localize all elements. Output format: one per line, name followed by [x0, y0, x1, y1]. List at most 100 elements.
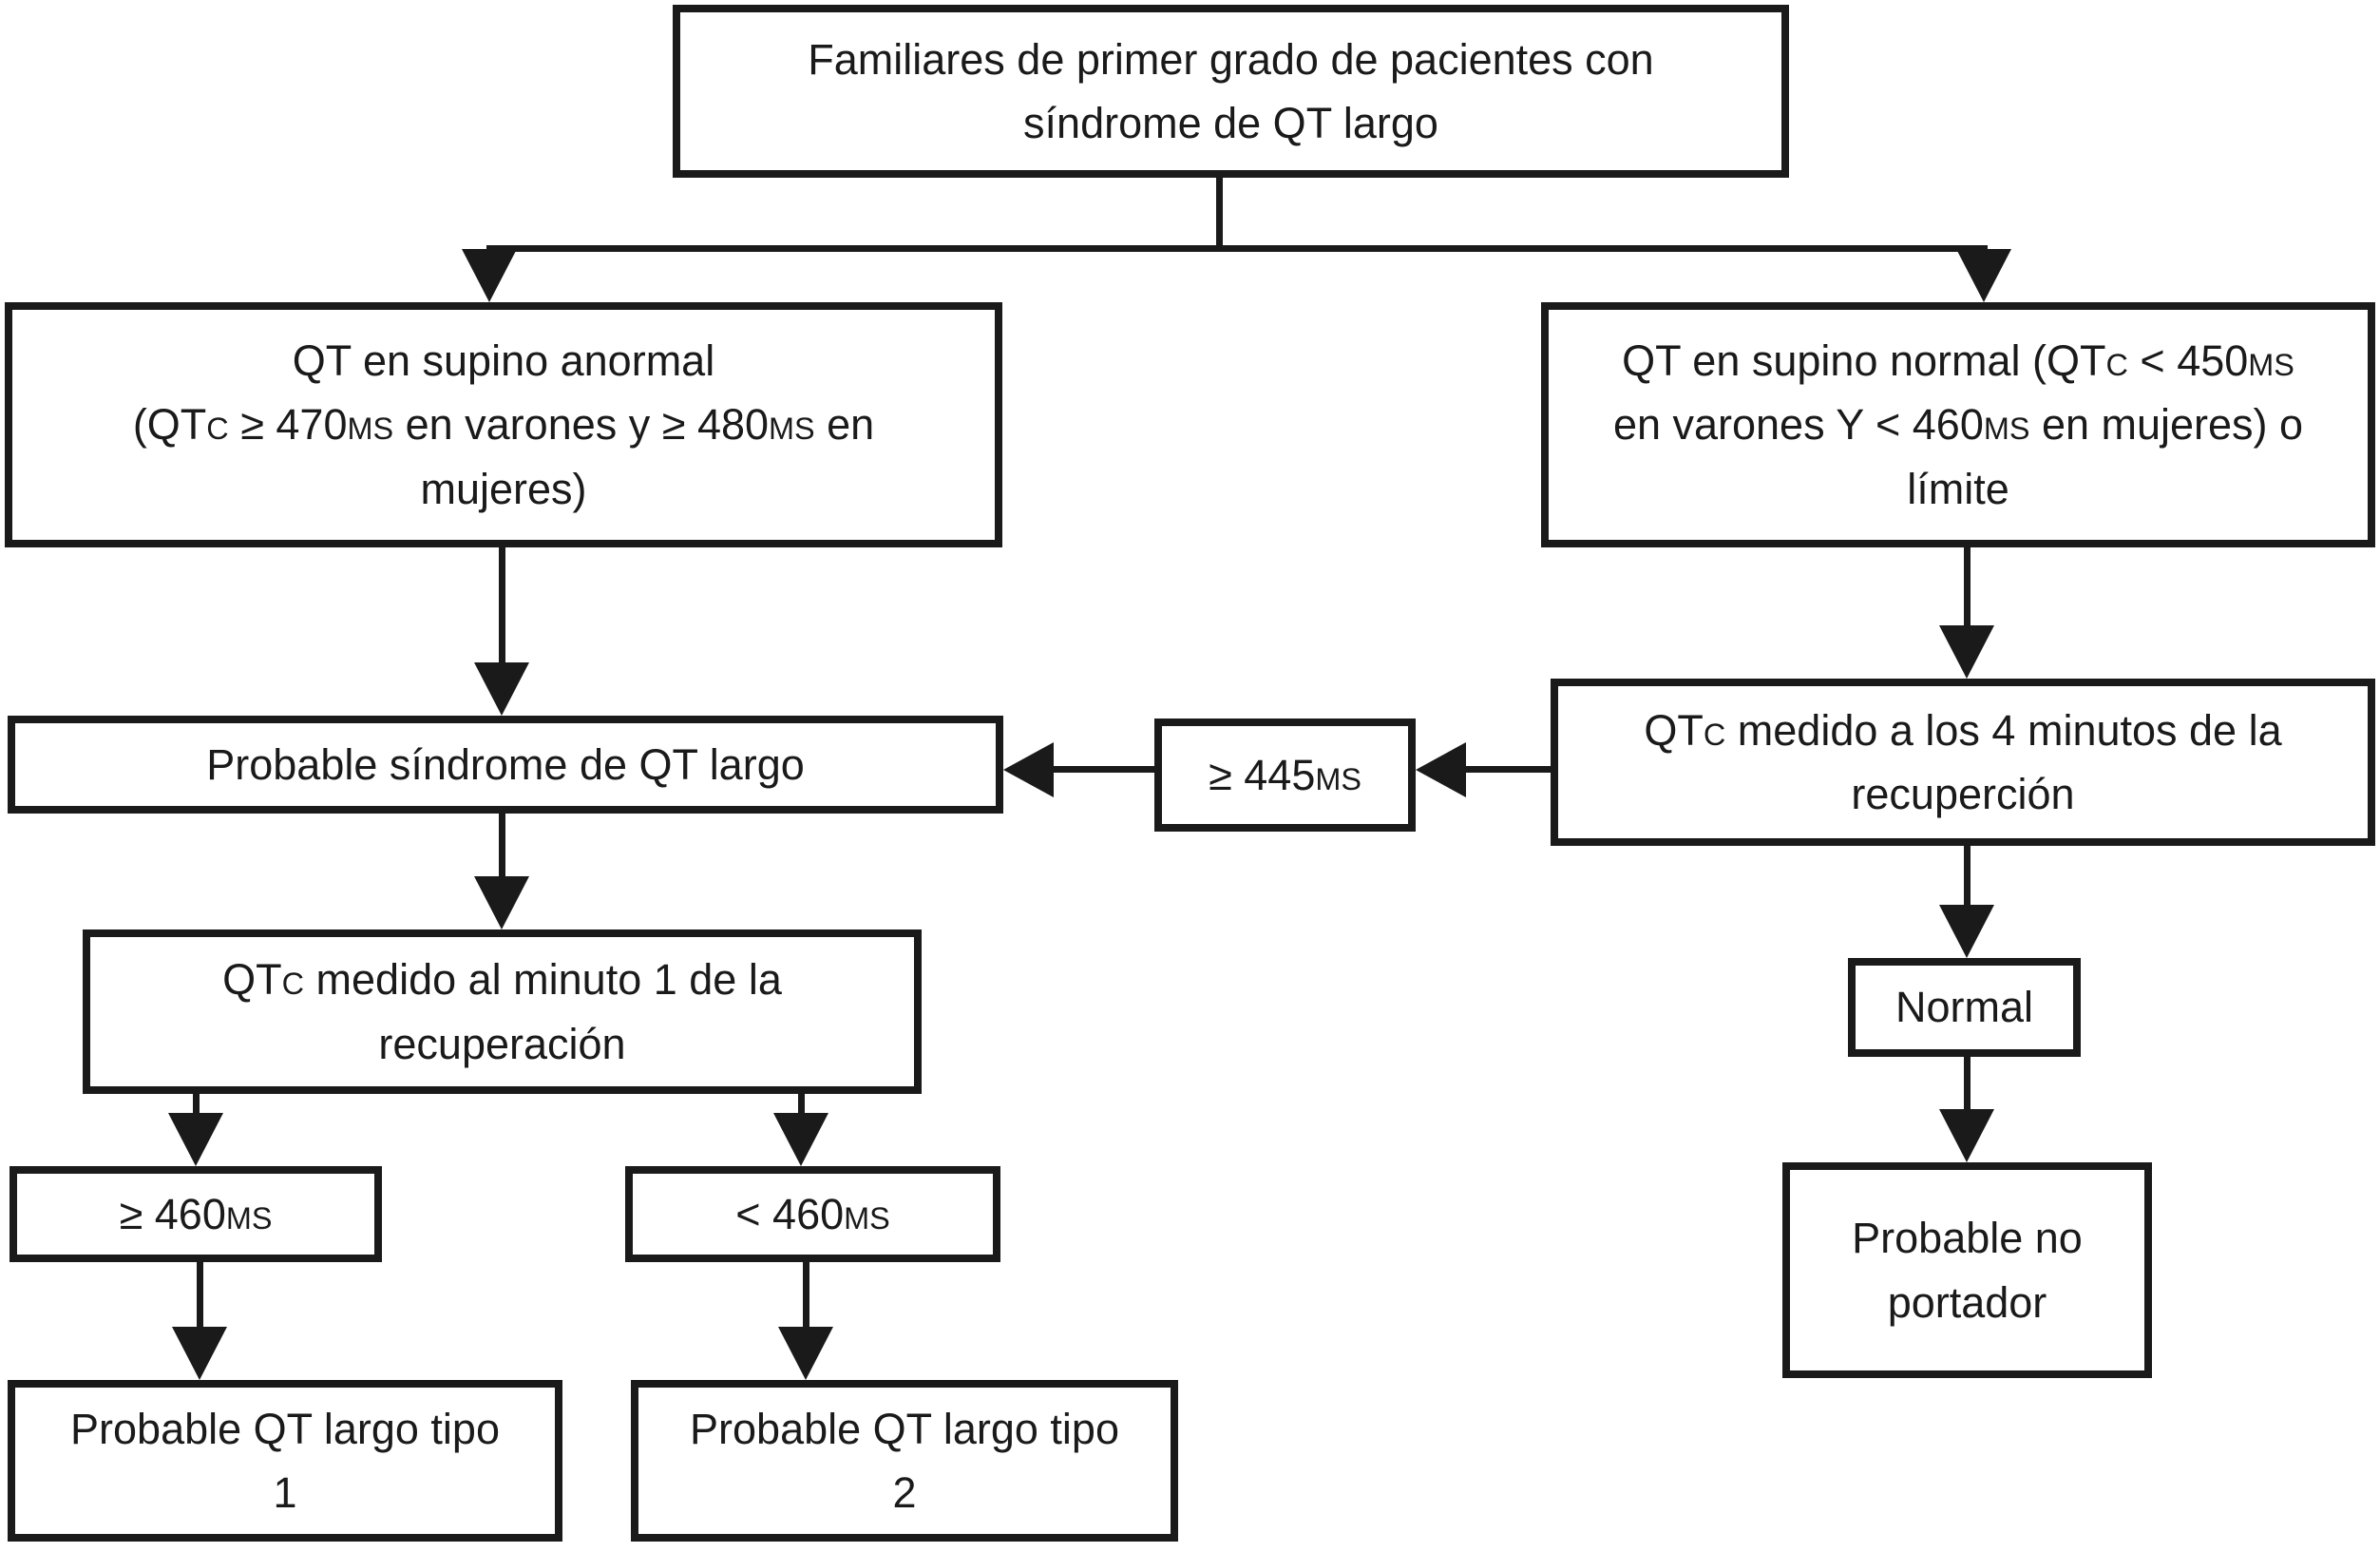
arrow-down-icon — [1939, 625, 1994, 679]
text-segment: en — [814, 400, 875, 450]
text-segment: en mujeres) o — [2029, 400, 2304, 450]
text-segment-smallcaps: MS — [2248, 347, 2294, 382]
connector-line — [1465, 766, 1551, 773]
text-line: síndrome de QT largo — [1023, 91, 1438, 156]
text-segment: en varones y ≥ 480 — [393, 400, 770, 450]
text-segment-smallcaps: MS — [225, 1200, 273, 1236]
text-segment-smallcaps: C — [206, 412, 229, 447]
text-line: (QTC ≥ 470MS en varones y ≥ 480MS en — [133, 393, 874, 457]
arrow-left-icon — [1416, 742, 1466, 797]
arrow-down-icon — [773, 1113, 828, 1166]
node-qtc-4-minutos: QTC medido a los 4 minutos de la recuper… — [1551, 679, 2375, 846]
node-qt-supino-anormal: QT en supino anormal (QTC ≥ 470MS en var… — [5, 302, 1002, 547]
arrow-down-icon — [172, 1327, 227, 1380]
text-segment: ≥ 460 — [119, 1189, 226, 1238]
text-line: límite — [1907, 457, 2009, 522]
text-segment: portador — [1887, 1277, 2047, 1327]
text-segment: QT en supino anormal — [292, 335, 715, 385]
text-segment: Normal — [1894, 983, 2034, 1032]
connector-line — [1216, 176, 1223, 252]
node-normal: Normal — [1848, 958, 2081, 1057]
arrow-down-icon — [474, 662, 529, 716]
text-segment-smallcaps: MS — [769, 412, 815, 447]
node-lt-460ms: < 460MS — [625, 1166, 1000, 1262]
text-line: ≥ 445MS — [1209, 743, 1361, 808]
node-probable-qt-largo-tipo-2: Probable QT largo tipo 2 — [631, 1380, 1178, 1542]
text-segment-smallcaps: C — [281, 967, 305, 1001]
node-qt-supino-normal: QT en supino normal (QTC < 450MS en varo… — [1541, 302, 2375, 547]
text-segment-smallcaps: C — [1703, 717, 1726, 752]
arrow-down-icon — [462, 249, 517, 302]
connector-line — [803, 1262, 809, 1331]
arrow-down-icon — [168, 1113, 223, 1166]
text-segment: recuperción — [1851, 770, 2075, 818]
connector-line — [1964, 1057, 1971, 1114]
text-segment-smallcaps: MS — [347, 412, 394, 447]
connector-line — [499, 814, 505, 882]
text-segment: mujeres) — [420, 464, 587, 513]
connector-line — [486, 245, 1988, 252]
text-segment: Familiares de primer grado de pacientes … — [808, 34, 1654, 84]
text-line: 2 — [892, 1461, 916, 1525]
text-segment: 2 — [892, 1468, 917, 1517]
text-segment: en varones Y < 460 — [1612, 400, 1984, 450]
text-line: recuperación — [378, 1012, 625, 1077]
arrow-down-icon — [1939, 1109, 1994, 1162]
text-segment: Probable no — [1852, 1214, 2083, 1262]
text-line: Probable no — [1852, 1206, 2083, 1271]
text-segment: ≥ 470 — [228, 400, 348, 450]
text-line: Probable QT largo tipo — [690, 1397, 1119, 1462]
arrow-down-icon — [1939, 905, 1994, 958]
text-line: Normal — [1895, 975, 2033, 1040]
text-segment: < 460 — [735, 1189, 845, 1238]
text-line: QTC medido al minuto 1 de la — [222, 948, 782, 1012]
text-segment: síndrome de QT largo — [1023, 99, 1438, 147]
text-line: Familiares de primer grado de pacientes … — [808, 28, 1653, 92]
arrow-down-icon — [474, 876, 529, 929]
connector-line — [193, 1094, 200, 1119]
text-line: QT en supino anormal — [293, 329, 714, 393]
text-segment: QT en supino normal (QT — [1622, 335, 2106, 385]
text-line: en varones Y < 460MS en mujeres) o — [1613, 393, 2303, 457]
text-line: QT en supino normal (QTC < 450MS — [1622, 329, 2294, 393]
text-segment: QT — [222, 955, 282, 1004]
node-probable-qt-largo-tipo-1: Probable QT largo tipo 1 — [8, 1380, 562, 1542]
text-segment: QT — [1644, 705, 1704, 755]
arrow-left-icon — [1003, 742, 1054, 797]
text-segment: Probable QT largo tipo — [70, 1404, 500, 1453]
text-line: QTC medido a los 4 minutos de la — [1644, 699, 2281, 763]
node-ge-445ms: ≥ 445MS — [1154, 719, 1416, 832]
text-segment: Probable síndrome de QT largo — [206, 739, 805, 789]
text-line: ≥ 460MS — [120, 1182, 273, 1247]
arrow-down-icon — [1956, 249, 2011, 302]
connector-line — [499, 547, 505, 671]
arrow-down-icon — [778, 1327, 833, 1380]
text-segment: ≥ 445 — [1209, 750, 1316, 799]
text-line: 1 — [273, 1461, 296, 1525]
text-segment: (QT — [132, 400, 207, 450]
text-segment: < 450 — [2127, 335, 2249, 385]
text-line: mujeres) — [420, 457, 586, 522]
node-probable-sindrome-qt-largo: Probable síndrome de QT largo — [8, 716, 1003, 814]
connector-line — [1964, 547, 1971, 633]
text-segment: límite — [1907, 464, 2009, 513]
connector-line — [1964, 846, 1971, 909]
text-segment-smallcaps: C — [2105, 347, 2128, 382]
node-familiares: Familiares de primer grado de pacientes … — [673, 5, 1789, 178]
text-segment-smallcaps: MS — [844, 1200, 890, 1236]
connector-line — [1053, 766, 1154, 773]
text-segment-smallcaps: MS — [1983, 412, 2030, 447]
connector-line — [798, 1094, 805, 1119]
text-line: recuperción — [1851, 762, 2074, 827]
node-probable-no-portador: Probable no portador — [1782, 1162, 2152, 1378]
text-segment: medido al minuto 1 de la — [304, 955, 782, 1004]
connector-line — [197, 1262, 203, 1331]
text-segment: 1 — [273, 1468, 297, 1517]
text-line: Probable QT largo tipo — [70, 1397, 500, 1462]
text-line: < 460MS — [735, 1182, 889, 1247]
node-ge-460ms: ≥ 460MS — [10, 1166, 382, 1262]
node-qtc-minuto-1: QTC medido al minuto 1 de la recuperació… — [83, 929, 922, 1094]
text-segment: Probable QT largo tipo — [690, 1404, 1119, 1453]
text-segment: recuperación — [378, 1019, 626, 1068]
